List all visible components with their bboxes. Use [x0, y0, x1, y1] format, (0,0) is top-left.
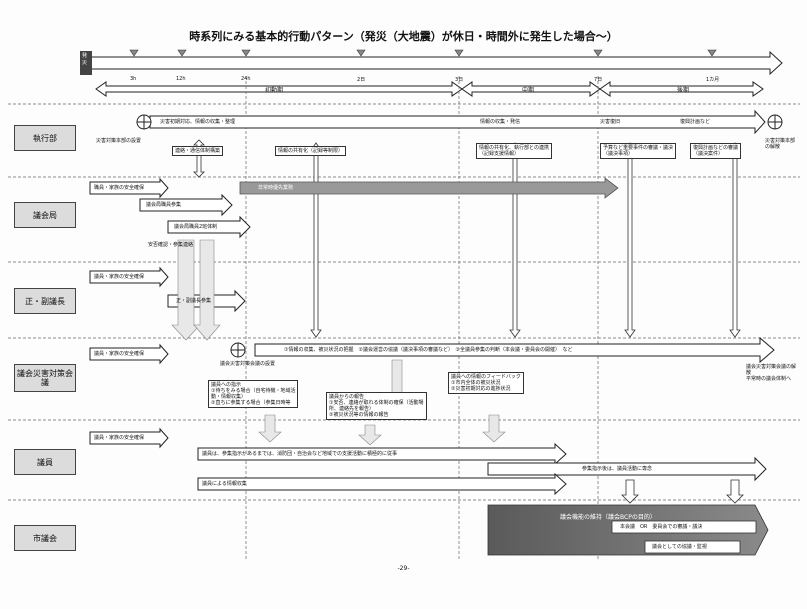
exec-box-recovery-review: 復興計画などの審議 （議決案件） [690, 143, 742, 159]
council-report-2: ②被災状況等の情報の報告 [329, 412, 389, 418]
exec-box-recovery-review-sub: （議決案件） [693, 151, 724, 157]
exec-box-info-share: 情報の共有化（記録等制限） [275, 146, 347, 156]
executive-arrows [136, 109, 783, 135]
assembly-consult: 議会としての協議・監視 [652, 544, 707, 550]
exec-hq-dissolve: 災害対策本部の解散 [765, 138, 796, 150]
members-activity: 議員は、参集指示があるまでは、消防団・自治会など地域での支援活動に積極的に従事 [202, 451, 398, 457]
row-label-bureau: 議会局 [14, 202, 76, 228]
row-label-council: 議会災害対策会議 [14, 364, 76, 392]
exec-box-contact: 連絡・通信体制構築 [172, 146, 224, 156]
council-safety: 議員・家族の安全確保 [94, 351, 145, 357]
priority-arrow [239, 177, 619, 199]
council-instruction-box: 議員への指示 ①待ちをみる場合（自宅待機・地域活 動・情報収集） ②直ちに参集す… [208, 380, 299, 408]
bureau-arrows [89, 177, 251, 239]
council-dissolve-1: 議会災害対策会議の解散 [746, 364, 797, 376]
tick-triangles [129, 49, 717, 57]
exec-box-recovery-review-main: 復興計画などの審議 [693, 145, 739, 151]
council-instruction-1: ①待ちをみる場合（自宅待機・地域活 [211, 388, 296, 394]
time-axis-arrow [85, 50, 783, 76]
exec-info-collect: 情報の収集・発信 [480, 119, 521, 125]
row-label-chair: 正・副議長 [14, 288, 76, 314]
council-feedback-1: ①市内全体の被災状況 [451, 380, 501, 386]
members-safety: 議員・家族の安全確保 [94, 435, 145, 441]
row-separators [8, 103, 800, 501]
members-arrows [89, 427, 767, 496]
bureau-two-shift: 議会局職員2班体制 [174, 224, 218, 230]
row-label-executive: 執行部 [14, 125, 76, 151]
council-instruction-2: ②直ちに参集する場合（参集日時等 [211, 400, 291, 406]
exec-top-text: 災害初期対応、情報の収集・整理 [160, 119, 236, 125]
tick-3h: 3h [130, 76, 137, 82]
assembly-down-arrows [621, 479, 744, 504]
hassai-marker [80, 51, 92, 75]
tick-7d: 7日 [594, 77, 603, 83]
bureau-safety: 職員・家族の安全確保 [94, 185, 145, 191]
assembly-arrows [487, 504, 769, 556]
exec-box-budget: 予算など重要事件の審議・議決 （議決事項） [600, 143, 677, 159]
council-report-title: 議員からの報告 [329, 394, 365, 400]
council-setup: 議会災害対策会議の設置 [220, 361, 276, 367]
phase-middle: 中期 [522, 87, 535, 94]
phase-arrows [95, 81, 764, 97]
members-after-gather: 参集指示後は、議員活動に専念 [582, 466, 653, 472]
tick-3d: 3日 [455, 77, 464, 83]
bureau-safety-confirm: 安否確認・参集連絡 [148, 242, 194, 248]
council-feedback-2: ②災害初期対応の進捗状況 [451, 386, 511, 392]
council-instruction-1b: 動・情報収集） [211, 394, 247, 400]
chair-safety: 議員・家族の安全確保 [94, 274, 145, 280]
exec-disaster-recovery: 災害復旧 [600, 119, 621, 125]
council-report-box: 議員からの報告 ①安否、連絡が取れる体制の確保（活動場 所、連絡先を報告） ②被… [326, 392, 427, 420]
council-feedback-box: 議員への情報のフィードバック ①市内全体の被災状況 ②災害初期対応の進捗状況 [448, 372, 524, 394]
council-report-1: ①安否、連絡が取れる体制の確保（活動場 [329, 400, 424, 406]
tick-2d: 2日 [357, 77, 366, 83]
down-arrows [171, 239, 506, 446]
chair-gather: 正・副議長参集 [176, 298, 212, 304]
council-report-1b: 所、連絡先を報告） [329, 406, 375, 412]
bureau-staff-gather: 議会局職員参集 [146, 202, 182, 208]
row-label-assembly: 市議会 [14, 525, 76, 551]
tick-24h: 24h [241, 76, 251, 82]
exec-box-budget-sub: （議決事項） [603, 151, 634, 157]
council-instruction-title: 議員への指示 [211, 382, 242, 388]
bureau-priority: 非常時優先業務 [258, 185, 294, 191]
row-label-members: 議員 [14, 449, 76, 475]
time-lines [245, 76, 599, 560]
exec-recovery-plan: 復興計画など [680, 119, 711, 125]
exec-box-info-share2-main: 情報の共有化、執行部との連携 [479, 145, 549, 151]
council-dissolve-2: 平常時の議会体制へ [746, 376, 792, 382]
council-steps: ①情報の収集、被災状況の把握 ②議会運営の協議（議決事項の審議など） ③全議員参… [284, 347, 573, 353]
assembly-bcp: 議会機能の維持（議会BCPの目的） [560, 514, 656, 521]
exec-box-info-share2-sub: （記録支援情報） [479, 151, 520, 157]
phase-late: 後期 [677, 87, 690, 94]
members-info-collect: 議員による情報収集 [202, 481, 247, 487]
exec-hq-setup: 災害対策本部の設置 [96, 138, 142, 144]
page-title: 時系列にみる基本的行動パターン（発災（大地震）が休日・時間外に発生した場合～） [189, 30, 618, 43]
tick-1m: 1カ月 [706, 77, 720, 83]
assembly-plenary: 本会議 OR 委員会での審議・議決 [620, 524, 703, 530]
exec-box-info-share2: 情報の共有化、執行部との連携 （記録支援情報） [476, 143, 552, 159]
exec-box-budget-main: 予算など重要事件の審議・議決 [603, 145, 674, 151]
council-arrows [89, 336, 775, 365]
phase-initial: 初動期 [265, 87, 284, 94]
vertical-link-arrows [193, 139, 741, 338]
council-dissolve: 議会災害対策会議の解散 平常時の議会体制へ [746, 364, 798, 382]
hassai-label: 発災 [82, 53, 88, 66]
tick-12h: 12h [176, 76, 186, 82]
page-number: -29- [397, 565, 410, 572]
council-feedback-title: 議員への情報のフィードバック [451, 374, 521, 380]
